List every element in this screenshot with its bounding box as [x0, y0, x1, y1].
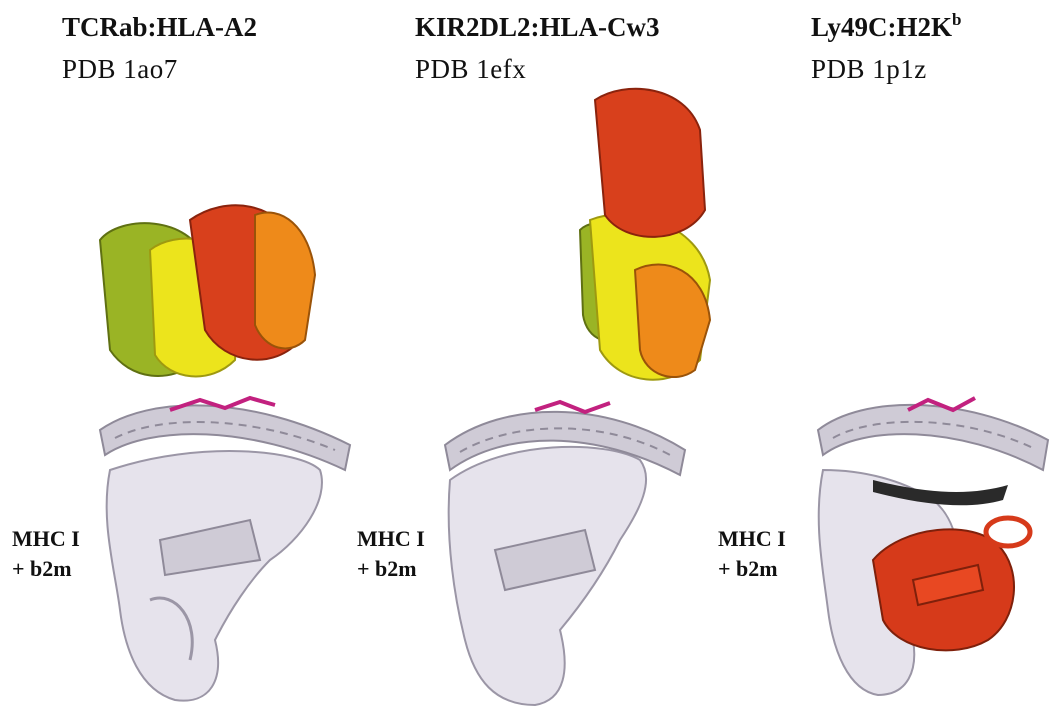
- structure-1ao7: [0, 0, 360, 716]
- mhc-helix: [818, 405, 1048, 470]
- panel-kir-hla-cw3: KIR2DL2:HLA-Cw3 PDB 1efx MHC I + b2m: [355, 0, 715, 716]
- panel-tcr-hla-a2: TCRab:HLA-A2 PDB 1ao7 MHC I + b2m: [0, 0, 360, 716]
- structure-1efx: [355, 0, 715, 716]
- receptor-helix-coil: [986, 518, 1030, 546]
- receptor-red: [595, 89, 705, 237]
- structure-1p1z: [713, 0, 1058, 716]
- receptor-orange: [255, 213, 315, 349]
- peptide: [535, 402, 610, 412]
- mhc-body: [107, 451, 322, 701]
- panel-ly49c-h2k: Ly49C:H2Kb PDB 1p1z MHC I + b2m: [713, 0, 1058, 716]
